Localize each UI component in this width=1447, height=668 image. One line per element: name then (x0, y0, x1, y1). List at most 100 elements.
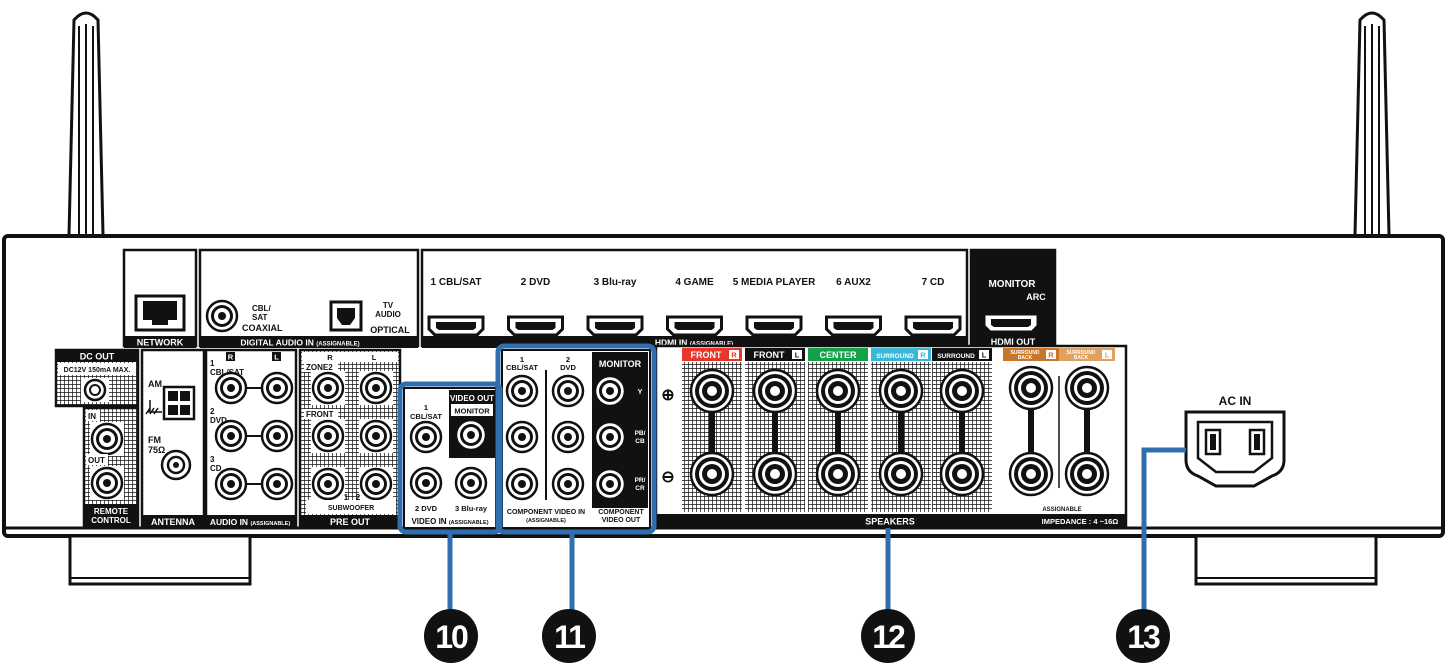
speaker-side-label: L (795, 351, 800, 360)
component-pb-jack[interactable] (593, 420, 627, 454)
remote-in-label: IN (88, 412, 96, 421)
callout-layer: 10 11 12 13 (397, 343, 1186, 663)
front-preout-r-jack[interactable] (311, 419, 345, 453)
subwoofer-2-jack[interactable] (359, 467, 393, 501)
ac-in-section: AC IN (1184, 394, 1286, 488)
speaker-plus-terminal[interactable] (1008, 365, 1054, 411)
video-in-src3-label: 3 Blu-ray (455, 504, 488, 513)
coaxial-jack[interactable] (205, 299, 239, 333)
digital-audio-section: DIGITAL AUDIO IN (ASSIGNABLE) CBL/SAT CO… (198, 248, 420, 348)
speaker-minus-terminal[interactable] (815, 451, 861, 497)
svg-text:11: 11 (554, 619, 585, 655)
speakers-label: SPEAKERS (865, 517, 915, 527)
digital-audio-in-label: DIGITAL AUDIO IN (ASSIGNABLE) (240, 338, 359, 348)
speaker-minus-terminal[interactable] (752, 451, 798, 497)
hdmi-in-1-label: 1 CBL/SAT (431, 277, 482, 288)
audio-in-l-label: L (274, 353, 279, 362)
remote-out-label: OUT (88, 456, 105, 465)
callout-12-badge: 12 (861, 609, 915, 663)
dc-spec-label: DC12V 150mA MAX. (64, 367, 131, 374)
speaker-plus-terminal[interactable] (752, 368, 798, 414)
remote-in-jack[interactable] (90, 422, 124, 456)
callout-10-badge: 10 (424, 609, 478, 663)
speaker-plus-terminal[interactable] (815, 368, 861, 414)
hdmi-in-7-port[interactable] (904, 315, 962, 337)
speaker-minus-terminal[interactable] (1064, 451, 1110, 497)
coaxial-label: COAXIAL (242, 323, 283, 333)
component-y-label: Y (637, 387, 642, 396)
audio-in-r-jack[interactable] (214, 371, 248, 405)
audio-in-r-label: R (228, 353, 234, 362)
hdmi-out-label: HDMI OUT (991, 337, 1036, 347)
callout-13-badge: 13 (1116, 609, 1170, 663)
speaker-plus-terminal[interactable] (939, 368, 985, 414)
speaker-minus-terminal[interactable] (689, 451, 735, 497)
hdmi-in-label: HDMI IN (ASSIGNABLE) (655, 338, 733, 348)
video-in-1-jack[interactable] (409, 420, 443, 454)
subwoofer-1-jack[interactable] (311, 467, 345, 501)
component-in-1-jack[interactable] (505, 374, 539, 408)
component-in-2-jack[interactable] (551, 467, 585, 501)
zone2-r-jack[interactable] (311, 371, 345, 405)
hdmi-in-6-port[interactable] (825, 315, 882, 337)
sub2-label: 2 (356, 493, 361, 502)
speaker-assignable-label: ASSIGNABLE (1042, 507, 1081, 513)
speaker-plus-terminal[interactable] (689, 368, 735, 414)
subwoofer-label: SUBWOOFER (328, 505, 374, 512)
component-y-jack[interactable] (593, 374, 627, 408)
audio-in-l-jack[interactable] (260, 371, 294, 405)
speaker-minus-terminal[interactable] (939, 451, 985, 497)
speaker-channel-label: FRONT (754, 350, 785, 360)
video-in-3-jack[interactable] (454, 466, 488, 500)
video-in-2-jack[interactable] (409, 466, 443, 500)
antenna-label: ANTENNA (151, 517, 195, 527)
minus-polarity-icon: ⊖ (661, 469, 674, 486)
svg-text:10: 10 (435, 619, 468, 655)
speaker-minus-terminal[interactable] (1008, 451, 1054, 497)
hdmi-in-2-label: 2 DVD (521, 277, 550, 288)
zone2-l-jack[interactable] (359, 371, 393, 405)
video-out-monitor-jack[interactable] (454, 418, 488, 452)
component-pr-jack[interactable] (593, 467, 627, 501)
speaker-side-label: R (920, 351, 926, 360)
speaker-channel-label: SURROUND (876, 353, 914, 360)
impedance-label: IMPEDANCE : 4 ~16Ω (1042, 517, 1119, 526)
component-in-1-jack[interactable] (505, 467, 539, 501)
component-pb-label: PB/CB (635, 430, 646, 445)
svg-text:13: 13 (1127, 619, 1160, 655)
component-in-2-jack[interactable] (551, 420, 585, 454)
component-monitor-label: MONITOR (599, 359, 642, 369)
hdmi-in-4-port[interactable] (666, 315, 723, 337)
speaker-channel-label: FRONT (691, 350, 722, 360)
hdmi-in-5-port[interactable] (745, 315, 803, 337)
audio-in-r-jack[interactable] (214, 419, 248, 453)
audio-in-l-jack[interactable] (260, 419, 294, 453)
hdmi-in-1-port[interactable] (427, 315, 485, 337)
front-preout-l-jack[interactable] (359, 419, 393, 453)
hdmi-in-6-label: 6 AUX2 (836, 277, 871, 288)
hdmi-in-4-label: 4 GAME (675, 277, 714, 288)
speaker-plus-terminal[interactable] (878, 368, 924, 414)
remote-out-jack[interactable] (90, 466, 124, 500)
audio-in-l-jack[interactable] (260, 467, 294, 501)
hdmi-in-2-port[interactable] (507, 315, 564, 337)
hdmi-out-port[interactable] (982, 312, 1040, 334)
audio-in-r-jack[interactable] (214, 467, 248, 501)
speaker-minus-terminal[interactable] (878, 451, 924, 497)
hdmi-in-3-port[interactable] (586, 315, 644, 337)
speaker-plus-terminal[interactable] (1064, 365, 1110, 411)
component-in-1-jack[interactable] (505, 420, 539, 454)
component-in-2-jack[interactable] (551, 374, 585, 408)
speaker-side-label: R (1048, 351, 1054, 360)
speaker-side-label: L (982, 351, 987, 360)
